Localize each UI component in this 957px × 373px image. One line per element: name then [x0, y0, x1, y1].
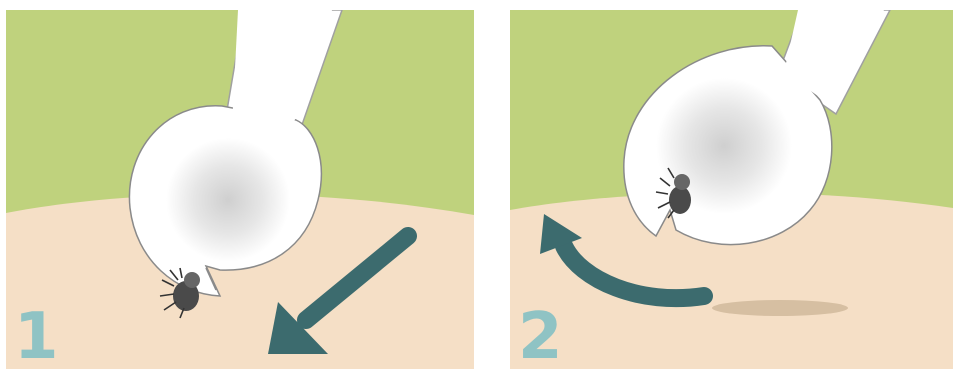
- step-number-1: 1: [14, 305, 59, 369]
- step-1-illustration: [6, 10, 474, 369]
- step-1-panel: 1: [6, 10, 474, 369]
- step-number-2: 2: [518, 305, 563, 369]
- step-2-illustration: [510, 10, 953, 369]
- tick-bite-shadow: [712, 300, 848, 316]
- step-2-panel: 2: [510, 10, 953, 369]
- tool-lens: [166, 138, 290, 262]
